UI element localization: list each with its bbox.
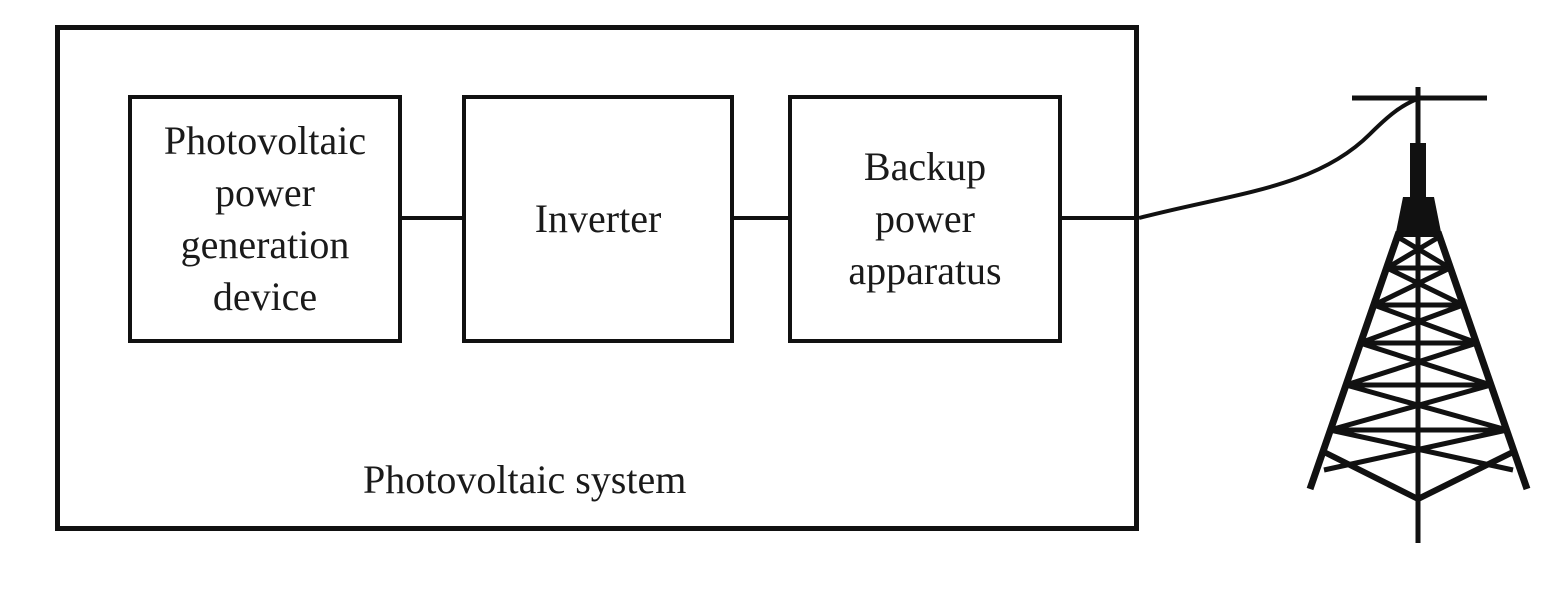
box-label-line: Photovoltaic	[163, 118, 367, 163]
power-line-wire	[1138, 97, 1418, 220]
connector-inverter-to-backup	[734, 216, 788, 220]
box-label-line: apparatus	[848, 248, 1002, 293]
system-label: Photovoltaic system	[363, 457, 687, 502]
connector-pv-to-inverter	[402, 216, 462, 220]
box-label-line: Inverter	[534, 196, 662, 241]
box-label-line: device	[212, 274, 318, 319]
box-backup-power-apparatus: Backup power apparatus	[788, 95, 1062, 343]
connector-backup-to-boundary	[1062, 216, 1139, 220]
box-label-line: generation	[180, 222, 350, 267]
box-label-line: power	[215, 170, 315, 215]
box-label-line: power	[875, 196, 975, 241]
box-inverter: Inverter	[462, 95, 734, 343]
system-boundary-box	[55, 25, 1139, 531]
box-photovoltaic-power-generation-device: Photovoltaic power generation device	[128, 95, 402, 343]
box-label-line: Backup	[863, 144, 987, 189]
